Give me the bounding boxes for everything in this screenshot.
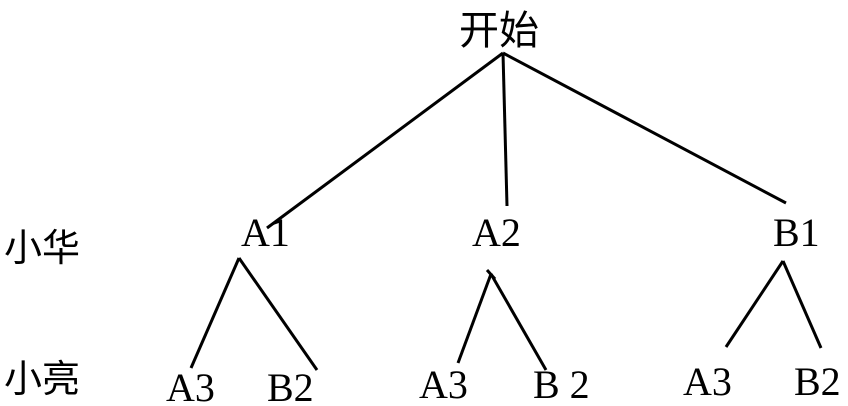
node-a1-a3: A3 xyxy=(166,365,215,406)
edge-b1-b2 xyxy=(781,260,823,349)
node-a1-b2: B2 xyxy=(267,365,314,406)
edge-root-b1 xyxy=(502,51,787,205)
edge-a2-a3 xyxy=(456,273,493,364)
edge-a2-tick xyxy=(485,269,497,280)
edge-a1-a3 xyxy=(189,257,241,369)
node-b1: B1 xyxy=(773,210,820,255)
edge-b1-a3 xyxy=(724,260,785,348)
node-b1-a3: A3 xyxy=(683,359,732,404)
row-label-level1: 小华 xyxy=(4,226,80,270)
edge-root-a2 xyxy=(501,52,509,207)
edge-a1-b2 xyxy=(237,257,319,371)
row-label-level2: 小亮 xyxy=(4,357,80,401)
edge-a2-b2 xyxy=(489,273,548,371)
node-a2-a3: A3 xyxy=(419,362,468,406)
node-b1-b2: B2 xyxy=(794,359,841,404)
node-a2-b2: B 2 xyxy=(533,362,590,406)
node-a2: A2 xyxy=(472,210,521,255)
root-node-label: 开始 xyxy=(459,8,539,54)
node-a1: A1 xyxy=(241,210,290,255)
edge-root-a1 xyxy=(266,51,504,230)
